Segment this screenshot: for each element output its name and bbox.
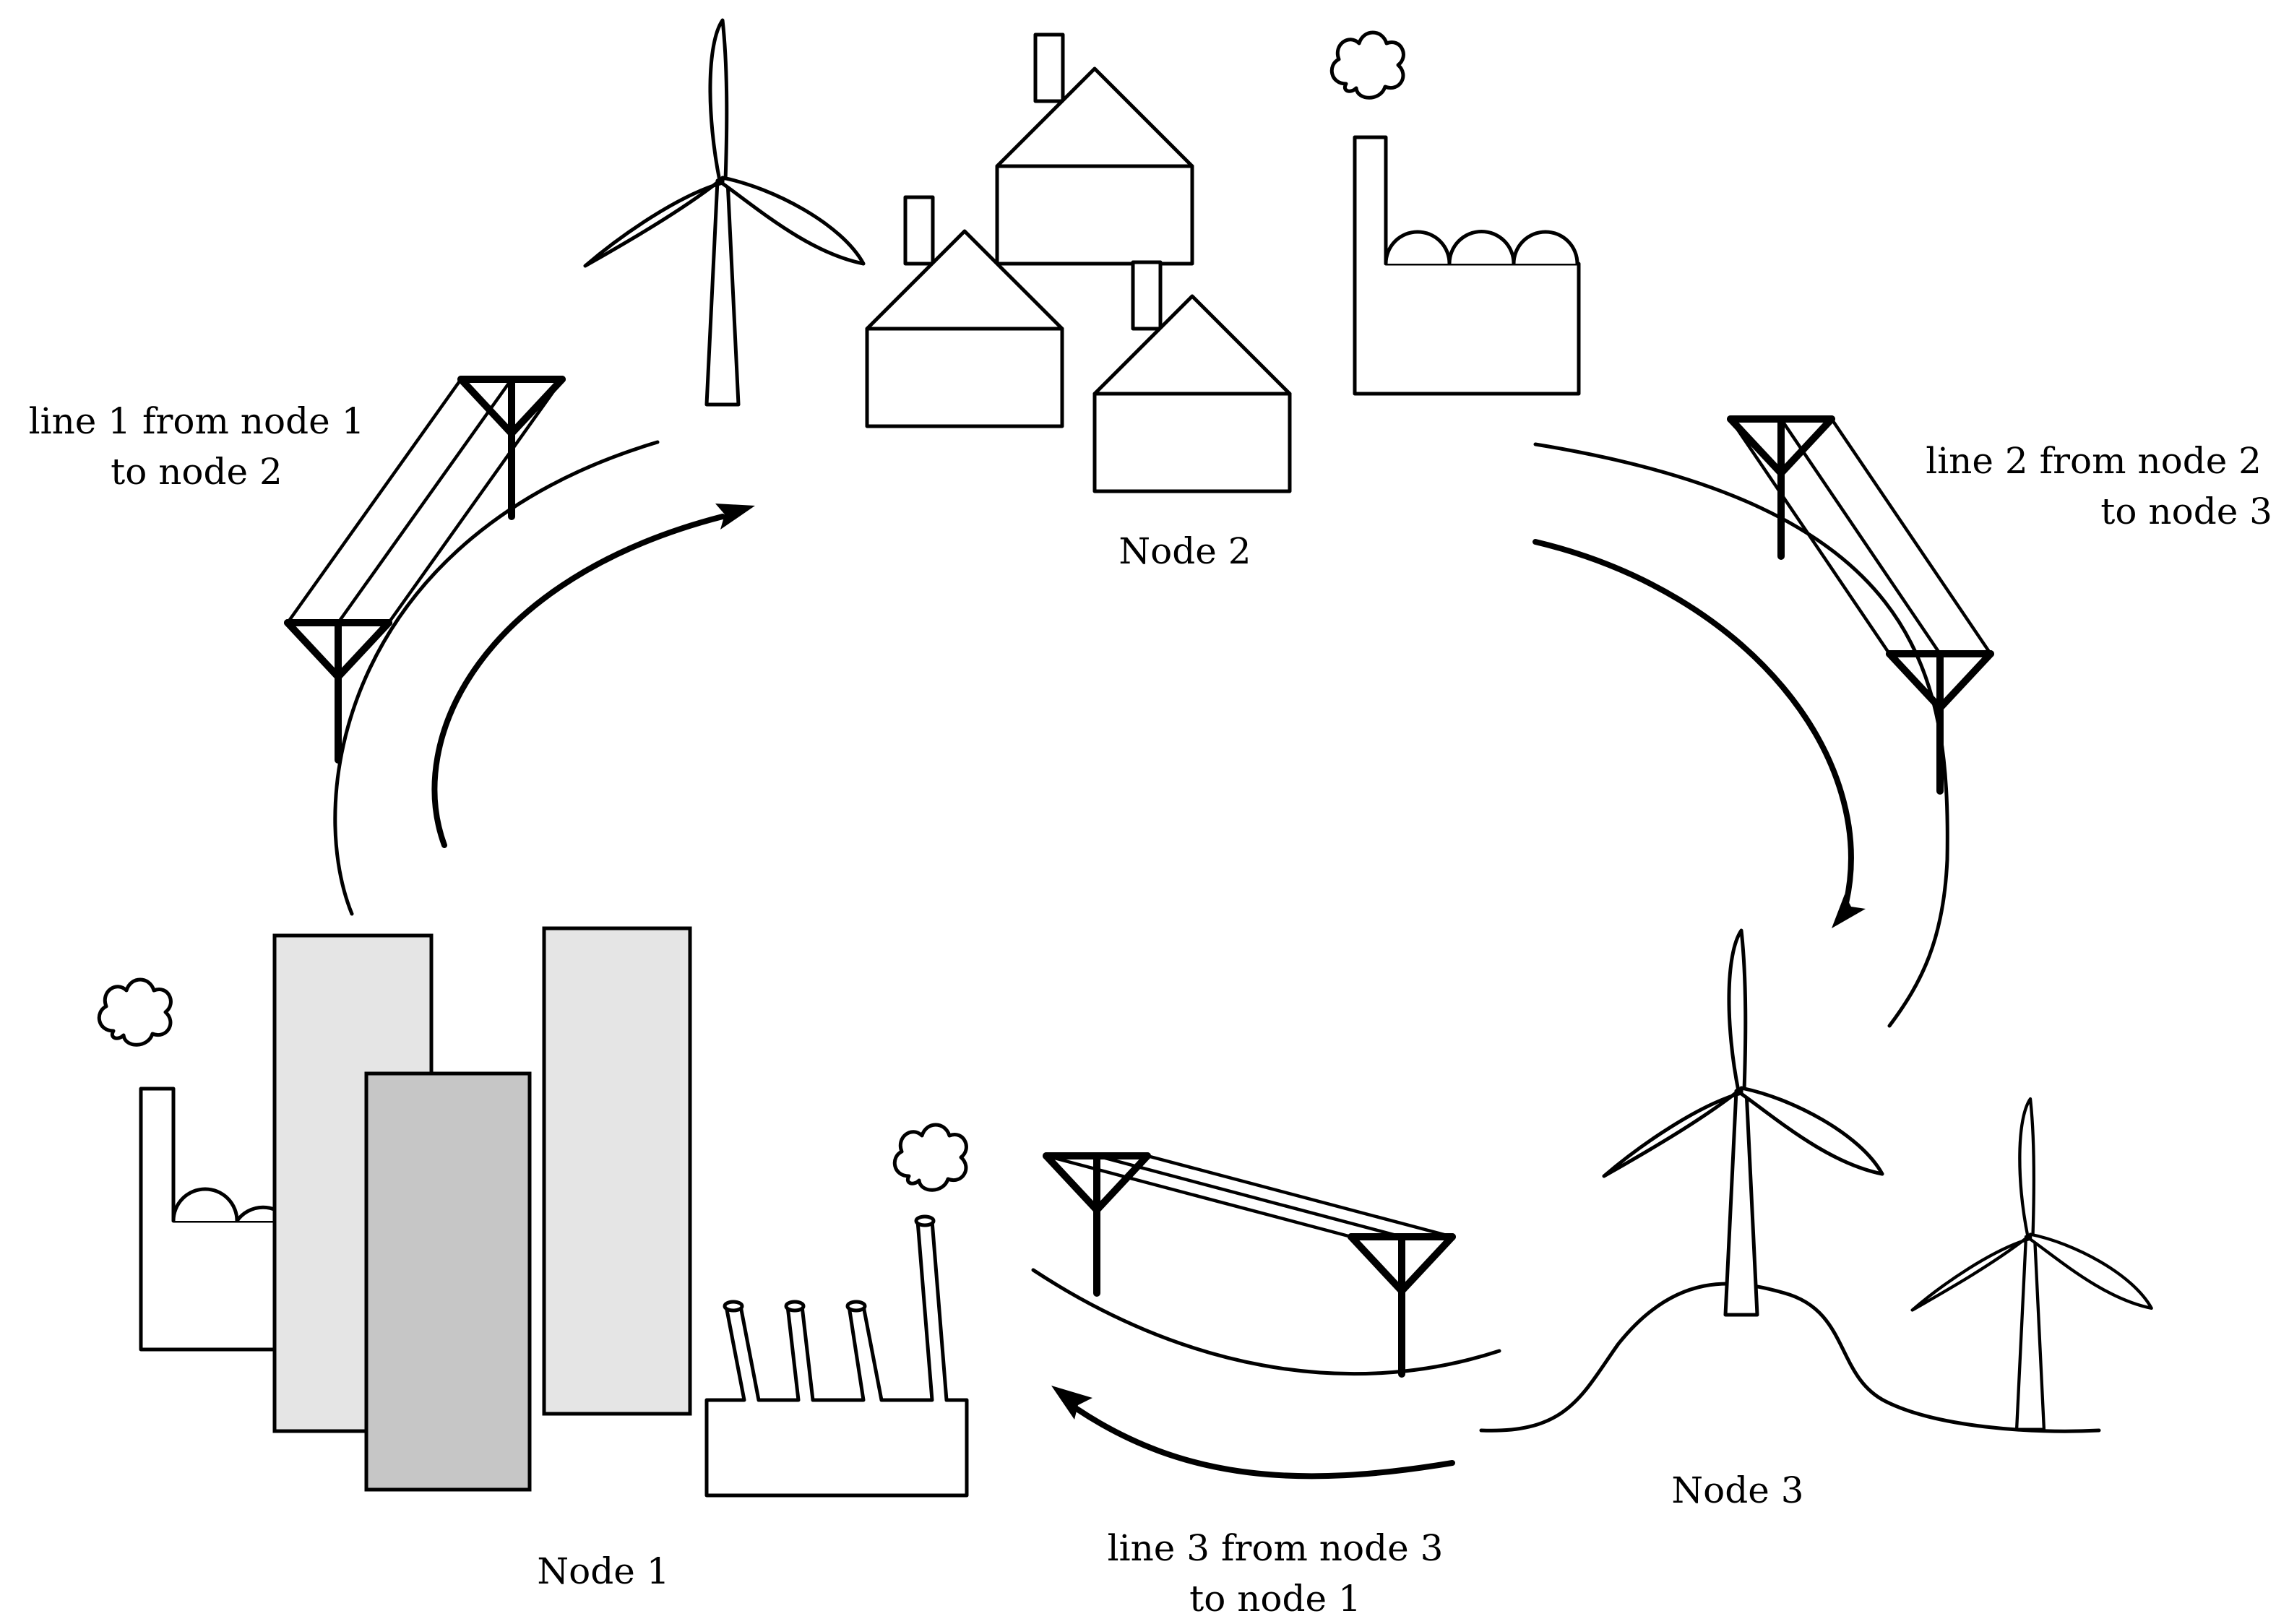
skyscraper-icon [364,1071,532,1492]
line-2-group: line 2 from node 2 to node 3 [1533,419,2272,1028]
factory-icon [139,1087,291,1352]
flow-arrow-icon [1074,1406,1455,1480]
node-2-label: Node 2 [1118,530,1251,572]
transmission-tower-icon [1730,419,1991,791]
line-2-label-line2: to node 3 [2100,491,2272,532]
factory-icon [1353,135,1581,396]
wind-turbine-icon [1913,1099,2152,1430]
line-3-group: line 3 from node 3 to node 1 [1031,1156,1501,1620]
smoke-cloud-icon [895,1125,966,1190]
line-3-label-line1: line 3 from node 3 [1108,1527,1444,1569]
line-3-label-line2: to node 1 [1189,1578,1361,1620]
transmission-tower-icon [1046,1156,1452,1374]
node-1-label: Node 1 [537,1550,669,1592]
node-3-group: Node 3 [1479,930,2152,1511]
line-2-label-line1: line 2 from node 2 [1926,440,2262,482]
transmission-tower-icon [288,379,562,760]
line-1-cable [333,440,660,916]
node-1-group: Node 1 [99,926,969,1592]
house-icon [997,35,1192,264]
house-icon [1095,262,1290,491]
hill-icon [1479,1282,2101,1433]
flow-arrow-icon [1533,539,1854,906]
line-1-label-line1: line 1 from node 1 [29,400,365,442]
smoke-cloud-icon [99,980,171,1045]
node-2-group: Node 2 [585,20,1581,572]
wind-turbine-icon [1604,930,1882,1315]
wind-turbine-icon [585,20,863,405]
line-1-label-line2: to node 2 [111,451,283,493]
node-3-label: Node 3 [1671,1469,1803,1511]
skyscraper-icon [542,926,692,1416]
factory-icon [704,1214,969,1498]
smoke-cloud-icon [1332,33,1403,98]
line-1-group: line 1 from node 1 to node 2 [29,379,755,916]
line-3-cable [1031,1268,1501,1376]
flow-arrow-icon [431,514,725,848]
